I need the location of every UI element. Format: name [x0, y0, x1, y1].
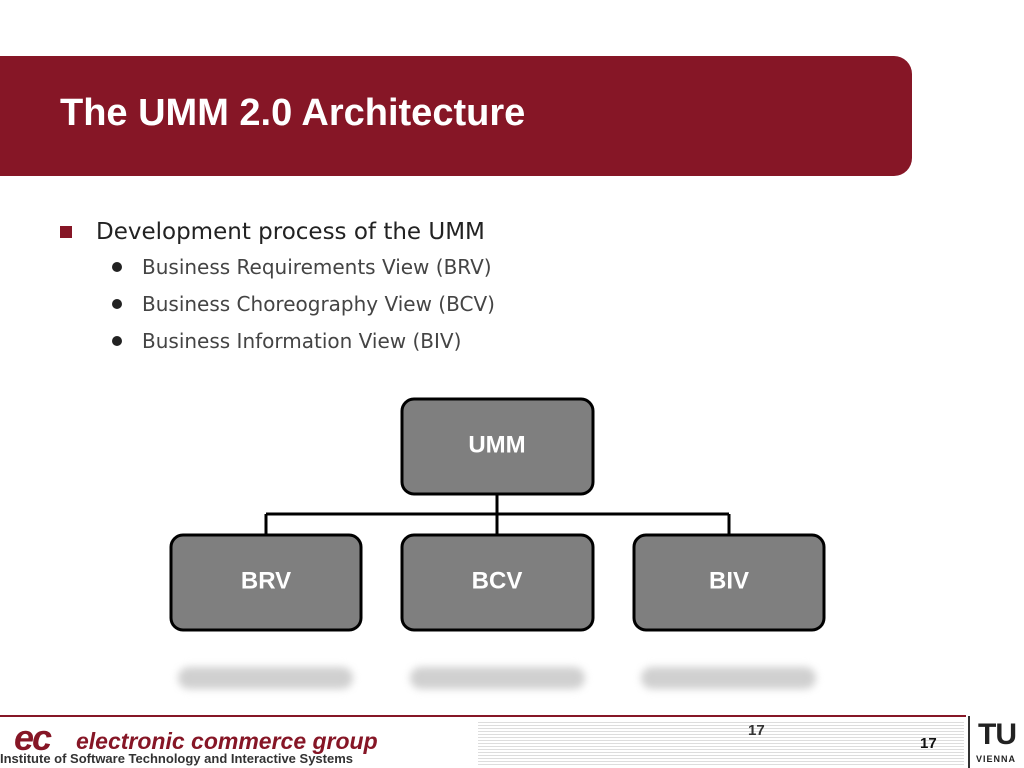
page-number: 17: [748, 722, 765, 739]
dot-bullet-icon: [112, 335, 122, 346]
umm-hierarchy-diagram: UMM BRV BCV BIV: [169, 397, 826, 632]
institute-name: Institute of Software Technology and Int…: [0, 751, 353, 766]
dot-bullet-icon: [112, 261, 122, 272]
title-bar: The UMM 2.0 Architecture: [0, 56, 912, 176]
bullet-main: Development process of the UMM: [60, 216, 495, 248]
ec-logo: ec: [14, 717, 52, 758]
dot-bullet-icon: [112, 298, 122, 309]
slide-title: The UMM 2.0 Architecture: [60, 92, 526, 134]
bullet-sub-text: Business Choreography View (BCV): [142, 291, 495, 316]
square-bullet-icon: [60, 226, 72, 238]
node-bcv-label: BCV: [472, 567, 523, 594]
connector-lines: [264, 494, 731, 535]
bullet-sub-text: Business Information View (BIV): [142, 328, 462, 353]
tu-vienna-logo: TU VIENNA: [968, 716, 1024, 768]
node-shadow: [641, 667, 816, 689]
bullet-sub-brv: Business Requirements View (BRV): [112, 248, 495, 285]
group-name: electronic commerce group: [76, 728, 378, 754]
node-umm-label: UMM: [468, 431, 525, 458]
node-biv: BIV: [632, 533, 826, 632]
bullet-main-text: Development process of the UMM: [96, 219, 485, 245]
node-brv-label: BRV: [241, 567, 291, 594]
footer-divider: [0, 715, 966, 717]
node-shadow: [178, 667, 353, 689]
tu-logo-sub: VIENNA: [976, 754, 1017, 764]
tu-logo-mark: TU: [978, 718, 1017, 751]
node-brv: BRV: [169, 533, 363, 632]
footer-stripes: [478, 722, 964, 766]
bullet-sub-bcv: Business Choreography View (BCV): [112, 285, 495, 322]
node-biv-label: BIV: [709, 567, 749, 594]
node-shadow: [410, 667, 585, 689]
bullet-list: Development process of the UMM Business …: [60, 216, 495, 359]
node-umm: UMM: [400, 397, 595, 496]
bullet-sub-text: Business Requirements View (BRV): [142, 254, 492, 279]
node-bcv: BCV: [400, 533, 595, 632]
page-number-right: 17: [920, 735, 937, 752]
bullet-sub-biv: Business Information View (BIV): [112, 322, 495, 359]
